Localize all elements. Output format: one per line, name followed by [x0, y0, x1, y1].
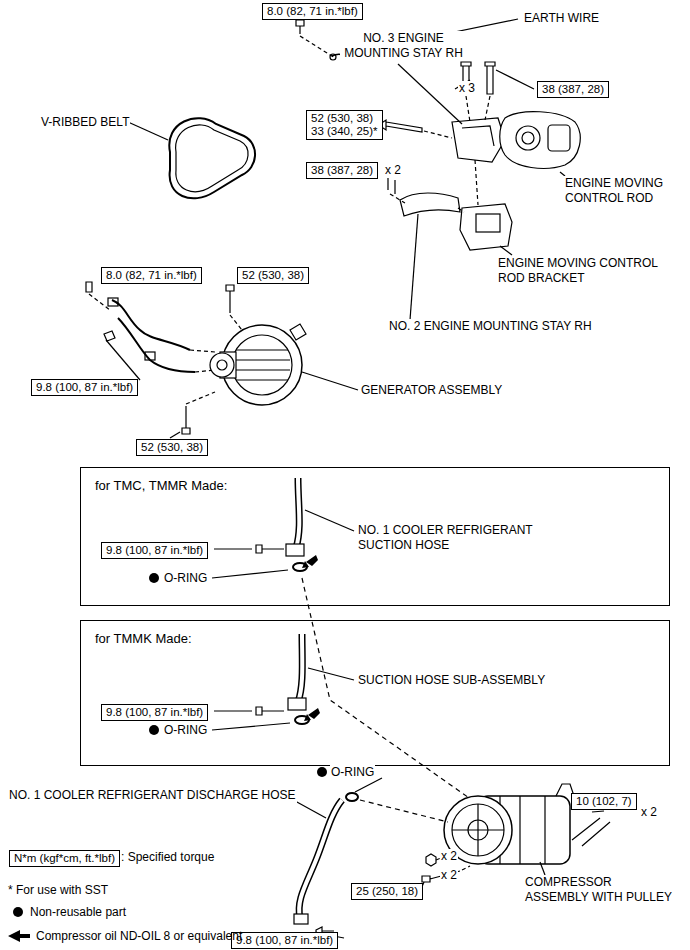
- legend-text: : Specified torque: [121, 850, 214, 865]
- torque-box: 9.8 (100, 87 in.*lbf): [101, 704, 208, 721]
- part-name: NO. 3 ENGINE MOUNTING STAY RH: [340, 31, 467, 61]
- part-name: GENERATOR ASSEMBLY: [360, 383, 503, 398]
- part-name: NO. 1 COOLER REFRIGERANT DISCHARGE HOSE: [8, 788, 297, 803]
- part-name: O-RING: [163, 571, 208, 586]
- part-name: COMPRESSOR ASSEMBLY WITH PULLEY: [524, 875, 676, 905]
- torque-box: 8.0 (82, 71 in.*lbf): [262, 3, 363, 20]
- torque-box: N*m (kgf*cm, ft.*lbf): [9, 850, 120, 867]
- part-name: NO. 1 COOLER REFRIGERANT SUCTION HOSE: [357, 523, 549, 553]
- part-name: ENGINE MOVING CONTROL ROD BRACKET: [497, 256, 669, 286]
- torque-value: 52 (530, 38): [311, 112, 378, 125]
- torque-box: 8.0 (82, 71 in.*lbf): [101, 267, 202, 284]
- torque-value: 10 (102, 7): [576, 795, 632, 808]
- part-name: ENGINE MOVING CONTROL ROD: [564, 176, 686, 206]
- legend-text: Compressor oil ND-OIL 8 or equivalent: [36, 929, 242, 944]
- torque-value: 38 (387, 28): [311, 164, 373, 177]
- torque-value: 8.0 (82, 71 in.*lbf): [106, 269, 197, 282]
- panel-heading: for TMMK Made:: [95, 631, 192, 646]
- torque-value: 9.8 (100, 87 in.*lbf): [36, 381, 133, 394]
- torque-value: 8.0 (82, 71 in.*lbf): [267, 5, 358, 18]
- torque-value: 9.8 (100, 87 in.*lbf): [236, 934, 333, 947]
- torque-box: 9.8 (100, 87 in.*lbf): [101, 542, 208, 559]
- torque-box: 38 (387, 28): [306, 162, 378, 179]
- part-name: NO. 2 ENGINE MOUNTING STAY RH: [388, 319, 593, 334]
- quantity: x 2: [440, 849, 458, 864]
- legend-text: * For use with SST: [8, 883, 108, 898]
- panel-heading: for TMC, TMMR Made:: [95, 478, 227, 493]
- quantity: x 2: [384, 163, 402, 178]
- variant-panel: for TMMK Made: 9.8 (100, 87 in.*lbf): [80, 620, 670, 766]
- part-name: EARTH WIRE: [523, 11, 600, 26]
- torque-value: 52 (530, 38): [242, 269, 304, 282]
- torque-box: 9.8 (100, 87 in.*lbf): [31, 379, 138, 396]
- torque-box: 25 (250, 18): [351, 883, 423, 900]
- torque-value: N*m (kgf*cm, ft.*lbf): [14, 852, 115, 865]
- torque-value: 38 (387, 28): [542, 83, 604, 96]
- torque-value: 25 (250, 18): [356, 885, 418, 898]
- quantity: x 2: [640, 805, 658, 820]
- torque-box: 10 (102, 7): [571, 793, 637, 810]
- quantity: x 2: [440, 868, 458, 883]
- torque-box: 9.8 (100, 87 in.*lbf): [231, 932, 338, 949]
- torque-value: 33 (340, 25)*: [311, 125, 378, 138]
- part-name: V-RIBBED BELT: [40, 115, 130, 130]
- torque-value: 9.8 (100, 87 in.*lbf): [106, 544, 203, 557]
- torque-box: 52 (530, 38)33 (340, 25)*: [306, 110, 383, 140]
- quantity: x 3: [458, 81, 476, 96]
- part-name: O-RING: [330, 765, 375, 780]
- part-name: O-RING: [163, 723, 208, 738]
- legend-text: Non-reusable part: [30, 905, 126, 920]
- torque-box: 38 (387, 28): [537, 81, 609, 98]
- torque-box: 52 (530, 38): [237, 267, 309, 284]
- torque-box: 52 (530, 38): [136, 439, 208, 456]
- part-name: SUCTION HOSE SUB-ASSEMBLY: [357, 673, 546, 688]
- torque-value: 52 (530, 38): [141, 441, 203, 454]
- torque-value: 9.8 (100, 87 in.*lbf): [106, 706, 203, 719]
